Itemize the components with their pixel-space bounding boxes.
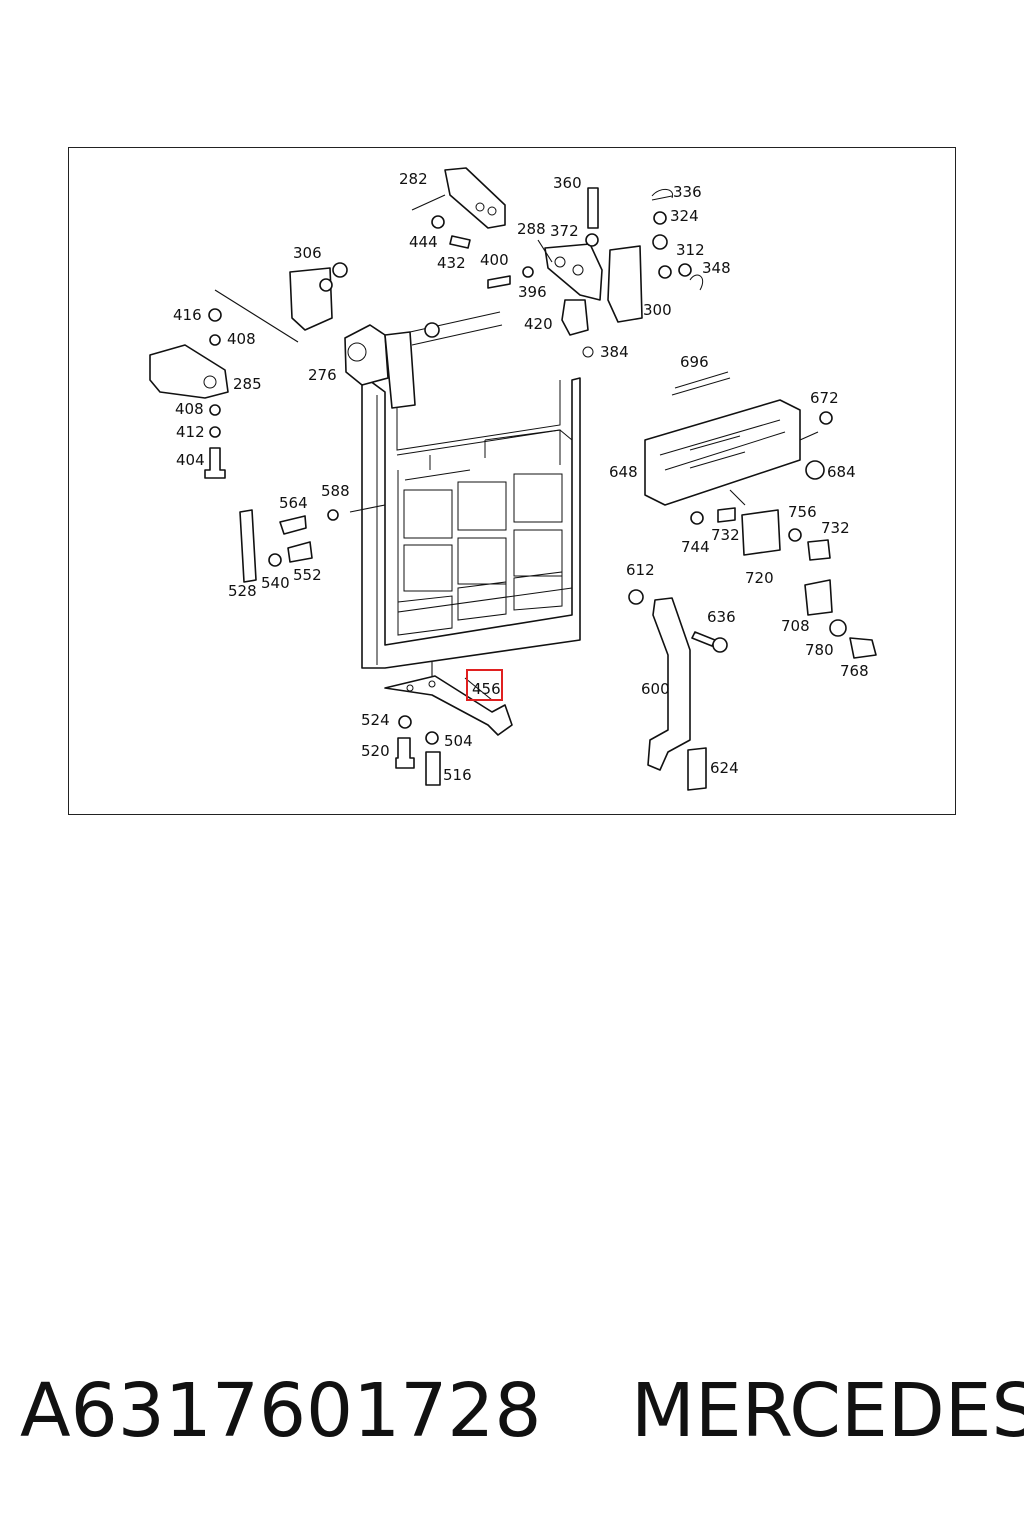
part-number-text: A6317601728 — [20, 1368, 542, 1454]
callout-612[interactable]: 612 — [626, 561, 655, 579]
callout-408-bottom[interactable]: 408 — [175, 400, 204, 418]
callout-400[interactable]: 400 — [480, 251, 509, 269]
brand-text: MERCEDES — [630, 1368, 1024, 1454]
callout-504[interactable]: 504 — [444, 732, 473, 750]
callout-396[interactable]: 396 — [518, 283, 547, 301]
callout-624[interactable]: 624 — [710, 759, 739, 777]
callout-732-left[interactable]: 732 — [711, 526, 740, 544]
callout-588[interactable]: 588 — [321, 482, 350, 500]
callout-636[interactable]: 636 — [707, 608, 736, 626]
arm-part-456 — [384, 662, 513, 786]
callout-306[interactable]: 306 — [293, 244, 322, 262]
callout-552[interactable]: 552 — [293, 566, 322, 584]
callout-780[interactable]: 780 — [805, 641, 834, 659]
callout-520[interactable]: 520 — [361, 742, 390, 760]
callout-285[interactable]: 285 — [233, 375, 262, 393]
callout-412[interactable]: 412 — [176, 423, 205, 441]
callout-444[interactable]: 444 — [409, 233, 438, 251]
callout-600[interactable]: 600 — [641, 680, 670, 698]
callout-648[interactable]: 648 — [609, 463, 638, 481]
callout-516[interactable]: 516 — [443, 766, 472, 784]
callout-564[interactable]: 564 — [279, 494, 308, 512]
callout-276[interactable]: 276 — [308, 366, 337, 384]
callout-372[interactable]: 372 — [550, 222, 579, 240]
callout-524[interactable]: 524 — [361, 711, 390, 729]
door-panel — [361, 374, 581, 669]
rod-assembly — [628, 589, 728, 791]
callout-384[interactable]: 384 — [600, 343, 629, 361]
leader-lines — [214, 194, 819, 701]
lock-mechanism — [644, 371, 877, 659]
part-caption: A6317601728 MERCEDES — [20, 1368, 1024, 1454]
callout-408-top[interactable]: 408 — [227, 330, 256, 348]
callout-420[interactable]: 420 — [524, 315, 553, 333]
callout-540[interactable]: 540 — [261, 574, 290, 592]
callout-404[interactable]: 404 — [176, 451, 205, 469]
callout-288[interactable]: 288 — [517, 220, 546, 238]
callout-528[interactable]: 528 — [228, 582, 257, 600]
callout-348[interactable]: 348 — [702, 259, 731, 277]
callout-416[interactable]: 416 — [173, 306, 202, 324]
callout-labels: 282 360 336 324 444 432 288 372 312 348 … — [173, 170, 869, 784]
callout-708[interactable]: 708 — [781, 617, 810, 635]
hinge-assembly-top — [149, 167, 704, 479]
callout-360[interactable]: 360 — [553, 174, 582, 192]
highlight-box-456 — [466, 669, 503, 701]
callout-684[interactable]: 684 — [827, 463, 856, 481]
callout-300[interactable]: 300 — [643, 301, 672, 319]
callout-768[interactable]: 768 — [840, 662, 869, 680]
callout-324[interactable]: 324 — [670, 207, 699, 225]
callout-732-right[interactable]: 732 — [821, 519, 850, 537]
callout-672[interactable]: 672 — [810, 389, 839, 407]
exploded-parts-diagram: 282 360 336 324 444 432 288 372 312 348 … — [149, 167, 877, 791]
callout-432[interactable]: 432 — [437, 254, 466, 272]
callout-336[interactable]: 336 — [673, 183, 702, 201]
callout-456[interactable]: 456 — [472, 680, 501, 698]
callout-744[interactable]: 744 — [681, 538, 710, 556]
parts-diagram-frame — [68, 147, 956, 815]
callout-696[interactable]: 696 — [680, 353, 709, 371]
left-small-parts — [239, 509, 339, 583]
callout-312[interactable]: 312 — [676, 241, 705, 259]
callout-756[interactable]: 756 — [788, 503, 817, 521]
callout-282[interactable]: 282 — [399, 170, 428, 188]
callout-720[interactable]: 720 — [745, 569, 774, 587]
